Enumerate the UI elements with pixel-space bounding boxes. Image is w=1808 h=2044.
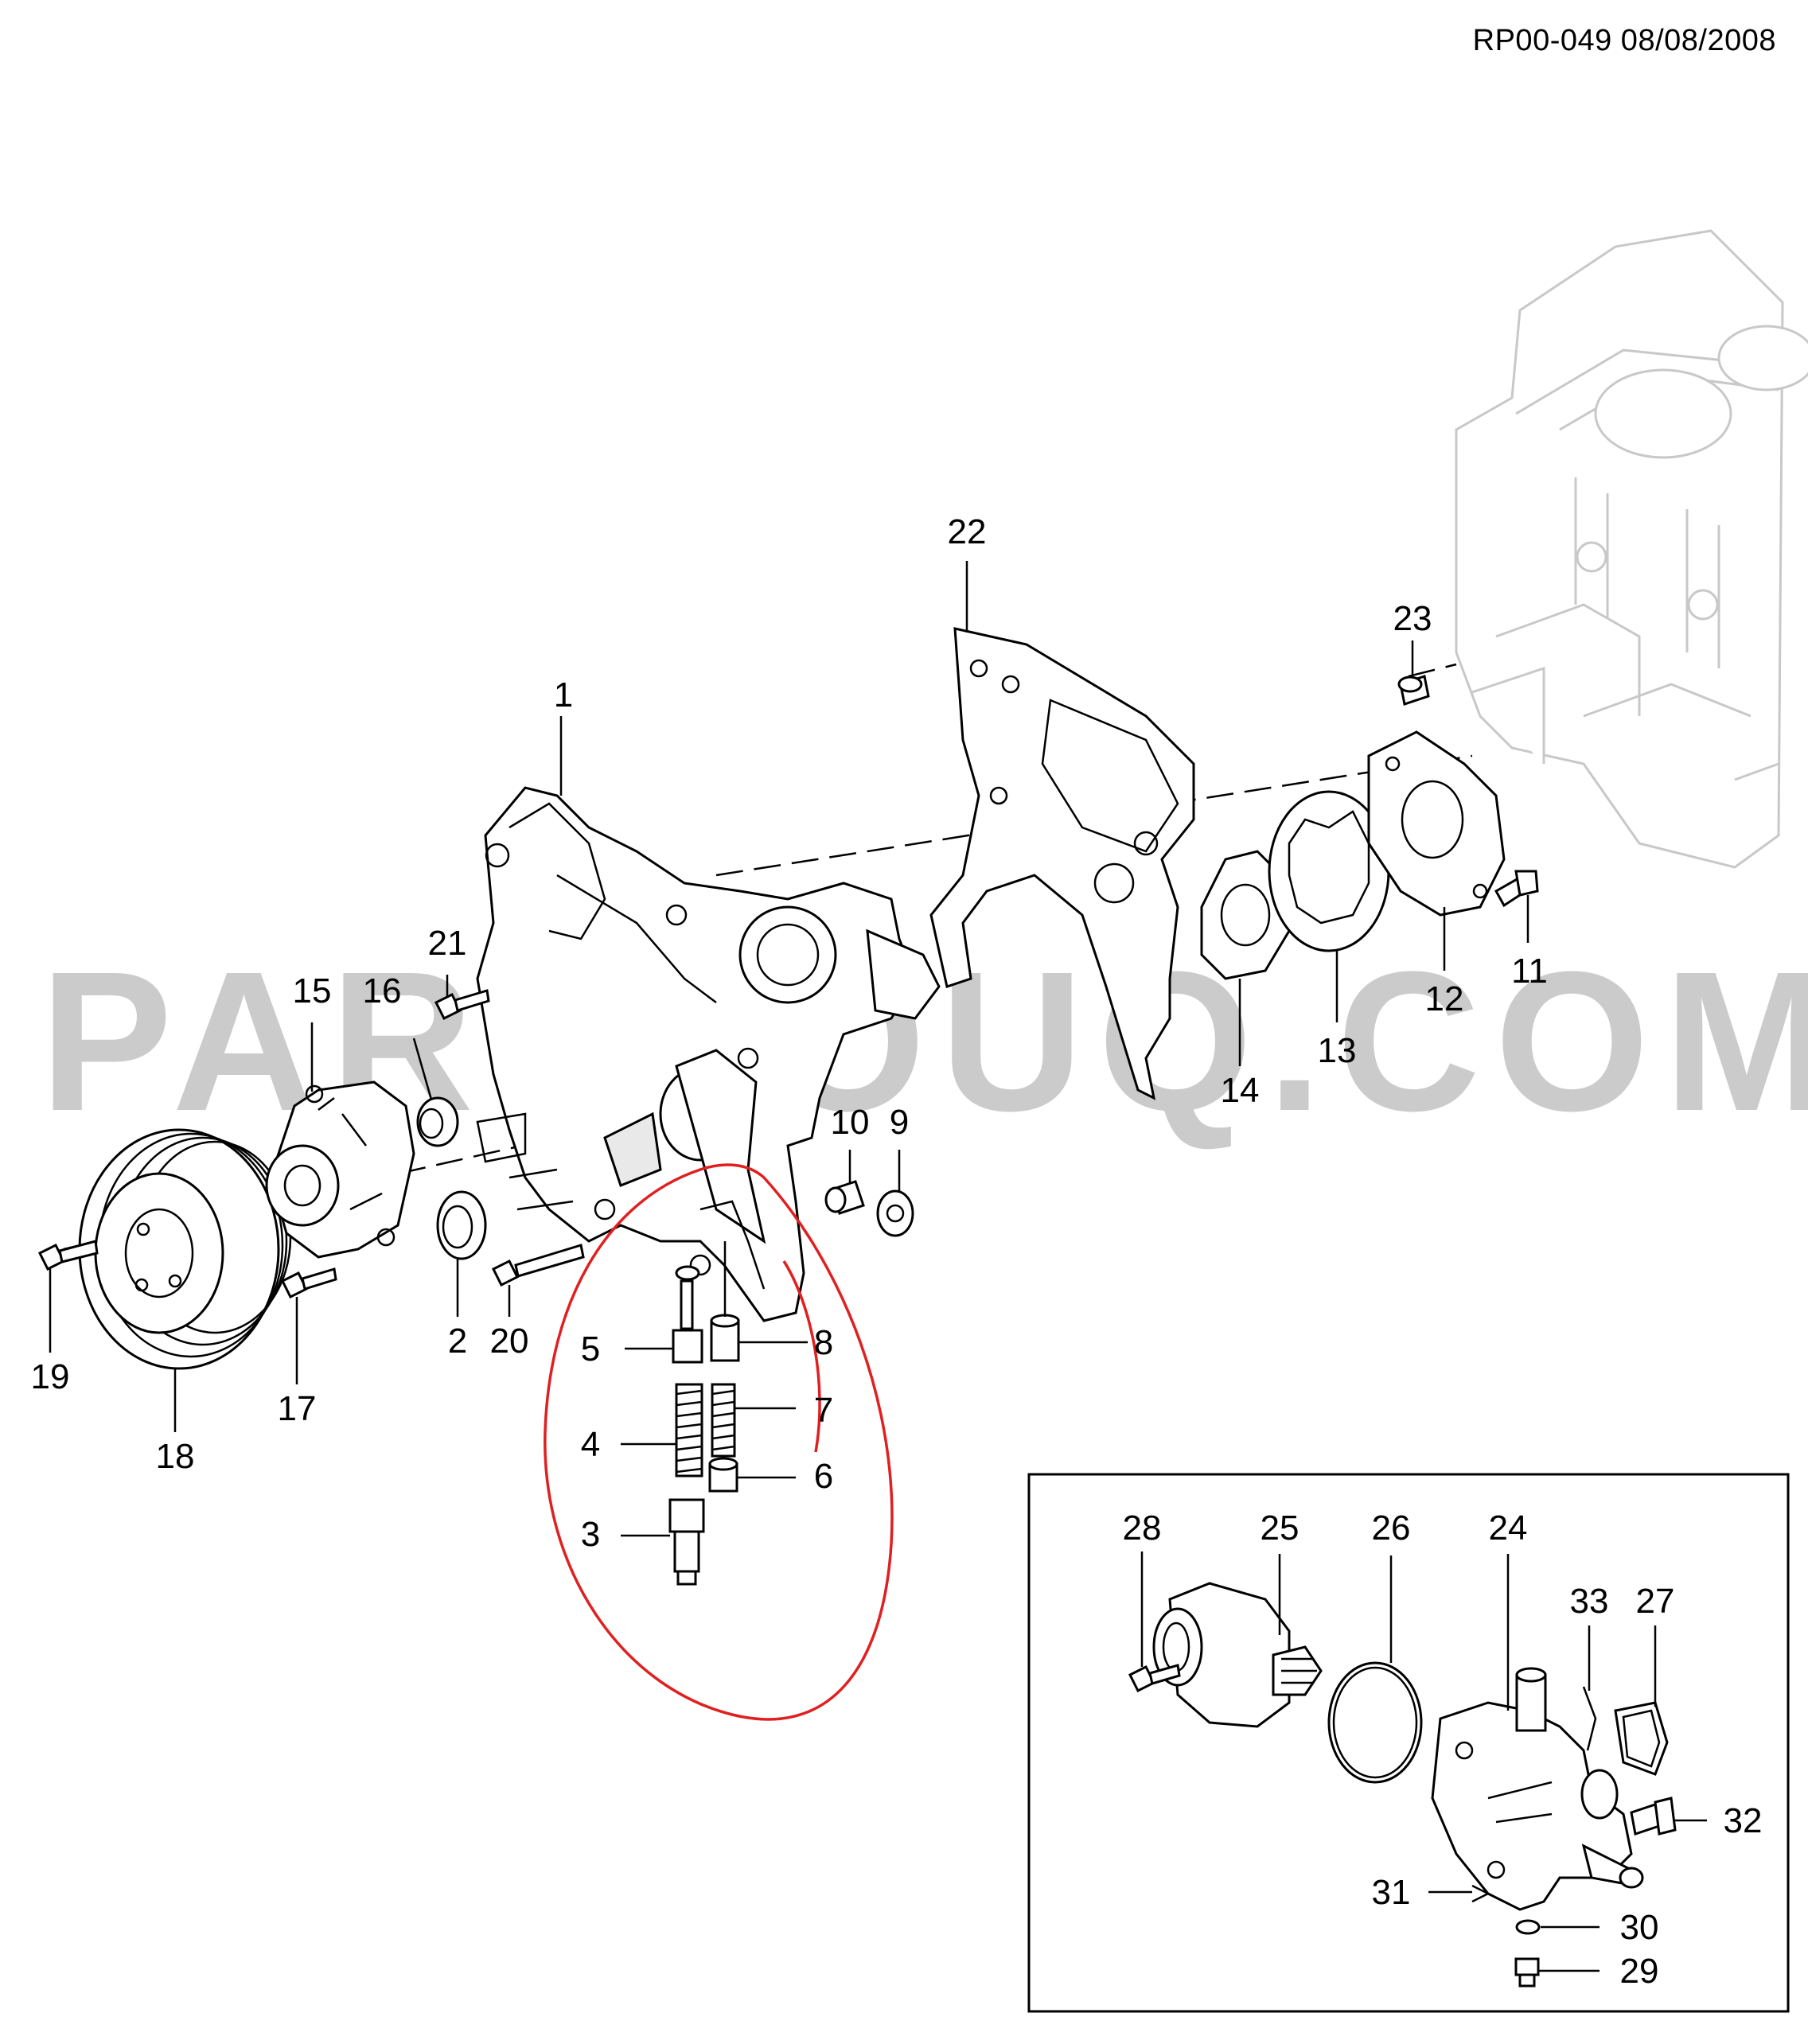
callout-33: 33 bbox=[1570, 1582, 1609, 1621]
callout-30: 30 bbox=[1620, 1908, 1659, 1947]
callout-27: 27 bbox=[1636, 1582, 1675, 1621]
seal-16 bbox=[416, 1096, 459, 1147]
engine-block bbox=[1455, 229, 1808, 869]
callout-8: 8 bbox=[814, 1323, 833, 1362]
callout-29: 29 bbox=[1620, 1952, 1659, 1991]
callout-10: 10 bbox=[831, 1103, 870, 1142]
cap-6 bbox=[708, 1457, 738, 1493]
callout-11: 11 bbox=[1511, 952, 1548, 991]
housing-24 bbox=[1431, 1667, 1644, 1911]
dowel-23 bbox=[1397, 675, 1430, 706]
seal-2 bbox=[436, 1190, 487, 1260]
callout-15: 15 bbox=[293, 971, 332, 1010]
crank-pulley bbox=[78, 1128, 292, 1370]
plug-3 bbox=[668, 1498, 705, 1586]
thermostat-cover-25 bbox=[1152, 1582, 1323, 1728]
callout-31: 31 bbox=[1372, 1873, 1411, 1912]
bolt-11 bbox=[1494, 870, 1539, 908]
callout-26: 26 bbox=[1372, 1509, 1411, 1548]
callout-22: 22 bbox=[948, 512, 987, 551]
valve-piston-8 bbox=[710, 1241, 740, 1362]
callout-3: 3 bbox=[581, 1515, 600, 1554]
gasket-27 bbox=[1614, 1701, 1669, 1776]
callout-23: 23 bbox=[1393, 599, 1432, 638]
callout-5: 5 bbox=[581, 1330, 600, 1369]
outer-rotor bbox=[1268, 790, 1390, 952]
oil-pump-cover bbox=[1367, 730, 1506, 917]
seal-ring-26 bbox=[1327, 1661, 1423, 1784]
plug-9 bbox=[876, 1189, 914, 1237]
callout-12: 12 bbox=[1425, 979, 1464, 1018]
callout-21: 21 bbox=[428, 924, 467, 963]
spring-7 bbox=[711, 1383, 736, 1458]
callout-20: 20 bbox=[490, 1322, 529, 1361]
sensor-32 bbox=[1630, 1797, 1677, 1836]
timing-cover bbox=[476, 786, 941, 1322]
plug-29 bbox=[1514, 1957, 1540, 1988]
callout-24: 24 bbox=[1489, 1509, 1528, 1548]
callout-14: 14 bbox=[1221, 1071, 1260, 1110]
callout-17: 17 bbox=[278, 1389, 317, 1428]
valve-plunger-5 bbox=[672, 1265, 703, 1364]
callout-25: 25 bbox=[1261, 1509, 1300, 1548]
spring-4 bbox=[675, 1383, 703, 1478]
bolt-19 bbox=[37, 1240, 99, 1271]
bolt-21 bbox=[434, 989, 490, 1021]
callout-18: 18 bbox=[156, 1437, 195, 1476]
callout-2: 2 bbox=[448, 1322, 467, 1361]
annotation-stroke bbox=[782, 1260, 821, 1453]
callout-7: 7 bbox=[814, 1391, 833, 1430]
leader-16 bbox=[412, 1038, 433, 1100]
callout-16: 16 bbox=[363, 971, 402, 1010]
clip-33 bbox=[1582, 1686, 1597, 1751]
gasket bbox=[929, 627, 1195, 1100]
bolt-17 bbox=[280, 1267, 337, 1299]
water-pump bbox=[265, 1080, 415, 1259]
callout-32: 32 bbox=[1724, 1801, 1763, 1840]
callout-1: 1 bbox=[554, 675, 573, 714]
annotation-circle bbox=[544, 1163, 894, 1721]
clip-31 bbox=[1471, 1884, 1490, 1903]
bolt-20 bbox=[491, 1244, 585, 1287]
plug-10 bbox=[824, 1180, 865, 1215]
washer-30 bbox=[1515, 1919, 1541, 1935]
callout-4: 4 bbox=[581, 1425, 600, 1464]
callout-6: 6 bbox=[814, 1457, 833, 1496]
callout-13: 13 bbox=[1318, 1031, 1357, 1070]
callout-28: 28 bbox=[1123, 1509, 1162, 1548]
callout-19: 19 bbox=[31, 1357, 70, 1396]
axis-line-dowel bbox=[1408, 663, 1457, 678]
callout-9: 9 bbox=[890, 1103, 909, 1142]
bolt-28 bbox=[1128, 1664, 1181, 1693]
diagram-reference: RP00-049 08/08/2008 bbox=[1472, 24, 1776, 57]
